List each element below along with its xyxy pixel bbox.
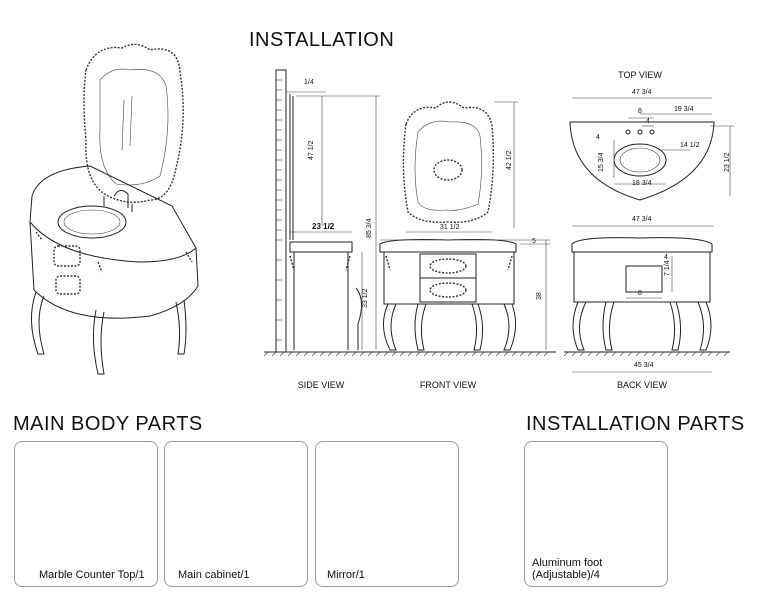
dim-top-hole: 14 1/2	[680, 142, 700, 149]
back-view-label: BACK VIEW	[616, 380, 667, 390]
dim-front-mirror-width: 31 1/2	[440, 224, 460, 231]
dim-back-cut-h-a: 4	[664, 254, 668, 261]
part-label: Marble Counter Top/1	[39, 569, 145, 581]
part-label-line1: Aluminum foot	[532, 557, 603, 569]
dim-top-faucet-half: 4	[646, 118, 650, 125]
dim-top-offset: 19 3/4	[674, 106, 694, 113]
dim-top-faucet-spacing: 8	[638, 108, 642, 115]
dim-back-cut-w: 8	[638, 290, 642, 297]
dim-side-total: 85 3/4	[366, 218, 373, 238]
installation-heading: INSTALLATION	[249, 29, 395, 51]
part-label-line2: (Adjustable)/4	[532, 569, 600, 581]
part-card-aluminum-foot: Aluminum foot (Adjustable)/4	[524, 441, 668, 587]
perspective-vanity-illustration	[29, 43, 199, 375]
front-view-drawing	[379, 101, 550, 351]
back-view-drawing	[571, 225, 714, 373]
top-view-label: TOP VIEW	[618, 70, 662, 80]
dim-side-mirror: 47 1/2	[308, 140, 315, 160]
side-view-label: SIDE VIEW	[297, 380, 345, 390]
side-view-drawing	[275, 69, 380, 353]
dim-top-width: 47 3/4	[632, 89, 652, 96]
dim-back-width-bottom: 45 3/4	[634, 362, 654, 369]
dim-top-depth: 23 1/2	[724, 152, 731, 172]
dim-top-depth-a: 4	[596, 134, 600, 141]
part-card-main-cabinet: Main cabinet/1	[164, 441, 308, 587]
front-view-label: FRONT VIEW	[419, 380, 477, 390]
dim-back-cut-h-b: 7 1/4	[664, 260, 671, 276]
part-card-mirror: Mirror/1	[315, 441, 459, 587]
dim-back-width-top: 47 3/4	[632, 216, 652, 223]
dim-top-basin-d: 15 3/4	[598, 152, 605, 172]
dim-front-mirror-height: 42 1/2	[506, 150, 513, 170]
floor-line	[263, 351, 730, 357]
dim-front-height: 38	[536, 292, 543, 300]
main-body-parts-heading: MAIN BODY PARTS	[13, 413, 203, 435]
top-view-drawing	[569, 97, 734, 201]
dim-top-basin-w: 18 3/4	[632, 180, 652, 187]
dim-side-cabinet: 33 1/2	[362, 288, 369, 308]
dim-side-top: 1/4	[304, 79, 314, 86]
part-card-marble-counter-top: Marble Counter Top/1	[14, 441, 158, 587]
dim-side-depth: 23 1/2	[312, 222, 335, 231]
part-label: Main cabinet/1	[178, 569, 250, 581]
part-label: Mirror/1	[327, 569, 365, 581]
installation-parts-heading: INSTALLATION PARTS	[526, 413, 745, 435]
dim-front-top: 5	[532, 238, 536, 245]
